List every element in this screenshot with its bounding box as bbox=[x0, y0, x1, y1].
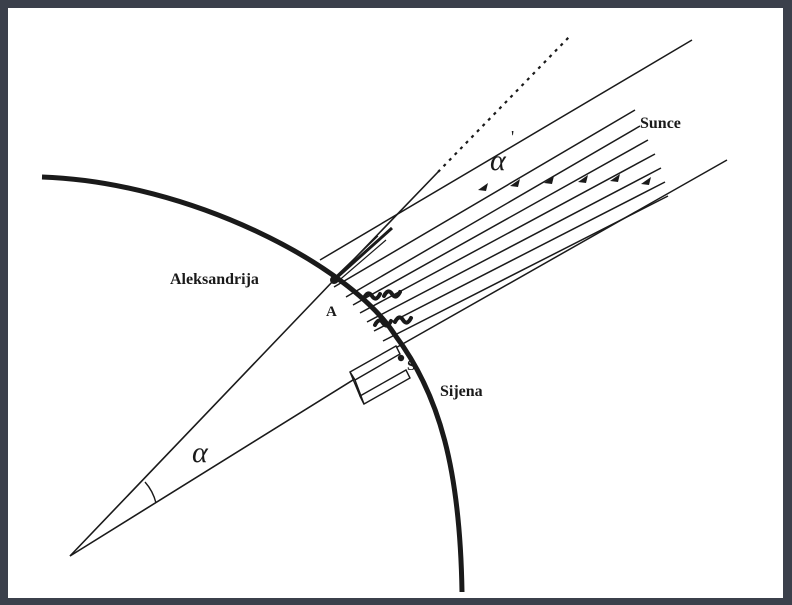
label-angle-ray: α bbox=[490, 144, 507, 177]
wave-mark-3 bbox=[373, 318, 393, 328]
gnomon-ray-1 bbox=[333, 235, 379, 279]
radius-to-syene bbox=[69, 351, 399, 557]
label-syene: Sijena bbox=[440, 383, 483, 400]
gnomon-ray-2 bbox=[335, 239, 387, 284]
sun-ray-4 bbox=[352, 139, 649, 306]
sun-ray-6 bbox=[366, 167, 662, 323]
center-angle-arc bbox=[144, 481, 157, 504]
wave-mark-2 bbox=[382, 289, 402, 299]
sun-ray-5 bbox=[359, 153, 656, 314]
sun-ray-2 bbox=[333, 109, 636, 288]
label-sun: Sunce bbox=[640, 115, 681, 132]
sun-ray-7 bbox=[373, 181, 666, 332]
label-angle-center: α bbox=[192, 436, 209, 469]
ray-arrowheads bbox=[478, 174, 651, 191]
well-back bbox=[349, 371, 365, 405]
label-point-s: S bbox=[407, 358, 415, 374]
wave-mark-4 bbox=[393, 315, 413, 325]
sun-rays bbox=[319, 39, 728, 351]
sun-ray-9 bbox=[391, 159, 728, 351]
well-wall-upper bbox=[349, 345, 401, 381]
syene-well bbox=[349, 345, 411, 405]
gnomon-rod bbox=[332, 226, 394, 282]
label-point-a: A bbox=[326, 304, 337, 320]
radius-to-alexandria bbox=[69, 279, 335, 557]
angle-ray-prime-mark: ' bbox=[511, 127, 514, 147]
arrowhead-3 bbox=[544, 176, 554, 184]
label-alexandria: Aleksandrija bbox=[170, 271, 259, 288]
diagram-panel bbox=[8, 8, 783, 598]
arrowhead-1 bbox=[478, 183, 488, 191]
point-s-marker bbox=[397, 354, 405, 362]
arrowhead-6 bbox=[641, 177, 651, 185]
arrowhead-2 bbox=[510, 179, 520, 187]
well-wall-lower bbox=[359, 369, 411, 405]
sun-ray-1 bbox=[319, 39, 693, 261]
sun-ray-3 bbox=[345, 125, 641, 298]
point-a-marker bbox=[330, 276, 338, 284]
wave-marks bbox=[362, 289, 413, 328]
arrowhead-4 bbox=[578, 175, 588, 183]
arrowhead-5 bbox=[610, 174, 620, 182]
wave-mark-1 bbox=[362, 291, 382, 301]
